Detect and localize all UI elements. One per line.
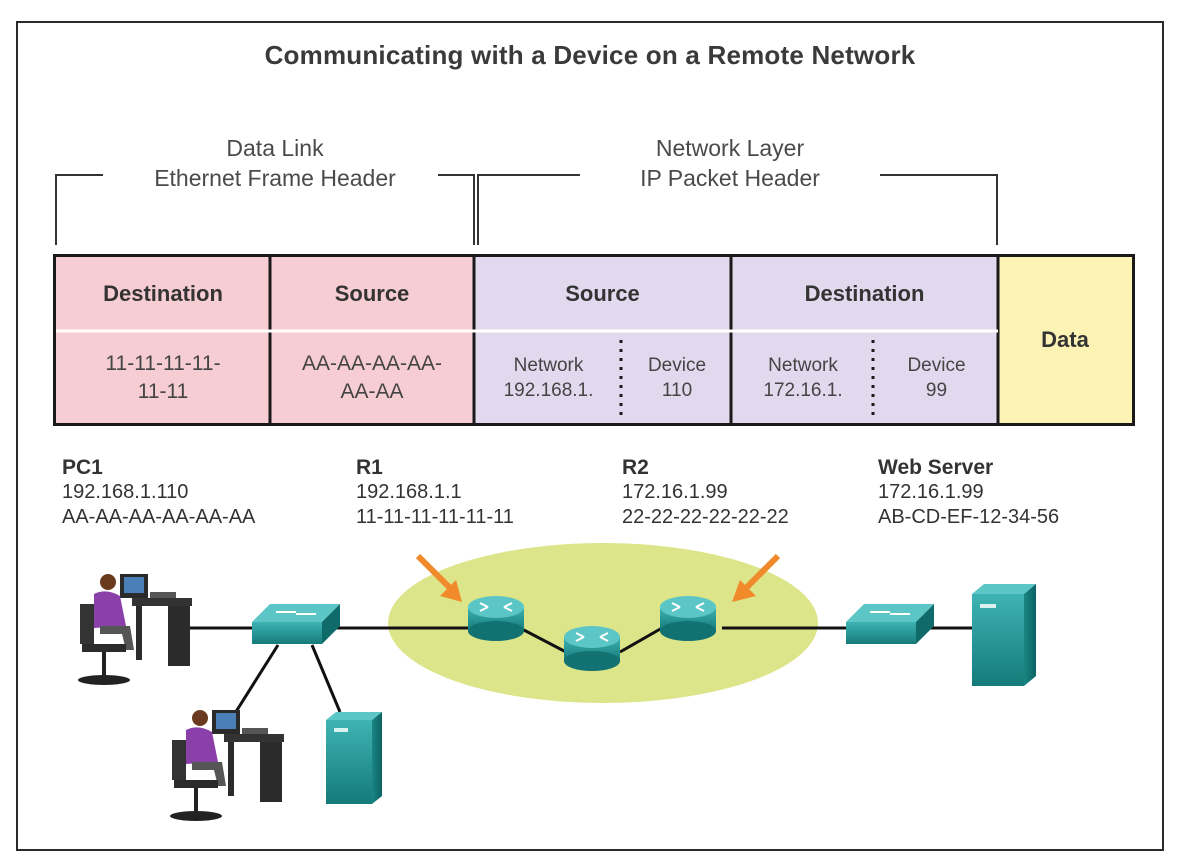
ip-source-network-label: Network xyxy=(513,355,584,376)
ip-source-device: Device 110 xyxy=(623,333,731,423)
server-icon xyxy=(326,712,382,804)
r2-name: R2 xyxy=(622,456,649,479)
ip-destination-network-label: Network xyxy=(768,355,838,376)
pc1-mac: AA-AA-AA-AA-AA-AA xyxy=(62,506,256,528)
diagram-title: Communicating with a Device on a Remote … xyxy=(264,40,916,70)
eth-destination-value-line1: 11-11-11-11- xyxy=(105,352,221,375)
diagram-frame xyxy=(16,21,1164,851)
router-icon xyxy=(660,596,716,641)
network-layer-label: Network Layer IP Packet Header xyxy=(578,133,882,193)
arrow-icon xyxy=(415,553,462,602)
eth-source-value-line1: AA-AA-AA-AA- xyxy=(301,352,443,375)
network-layer-bracket xyxy=(477,174,580,245)
ip-destination-network-value: 172.16.1. xyxy=(763,380,843,401)
r2-ip: 172.16.1.99 xyxy=(622,481,728,503)
switch-icon xyxy=(846,604,934,644)
r1-mac: 11-11-11-11-11-11 xyxy=(356,506,514,528)
workstation-user-icon xyxy=(78,574,192,685)
ip-source-network: Network 192.168.1. xyxy=(476,333,621,423)
arrow-icon xyxy=(732,553,781,602)
r1-name: R1 xyxy=(356,456,383,479)
ip-source-device-label: Device xyxy=(647,355,707,376)
ip-destination-device-label: Device xyxy=(907,355,966,376)
network-layer-line1: Network Layer xyxy=(655,135,805,161)
eth-destination-value: 11-11-11-11- 11-11 xyxy=(56,333,270,423)
switch-icon xyxy=(252,604,340,644)
web-server-mac: AB-CD-EF-12-34-56 xyxy=(878,506,1060,528)
web-server-label: Web Server 172.16.1.99 AB-CD-EF-12-34-56 xyxy=(878,455,1059,530)
link-switch-server xyxy=(310,644,342,713)
ip-header-bg xyxy=(474,257,999,423)
workstation-user-icon xyxy=(170,710,284,821)
r1-label: R1 192.168.1.1 11-11-11-11-11-11 xyxy=(356,455,514,530)
remote-network-cloud xyxy=(388,543,818,703)
data-cell: Data xyxy=(1041,327,1089,352)
eth-source-value-line2: AA-AA xyxy=(340,380,404,403)
r1-ip: 192.168.1.1 xyxy=(356,481,462,503)
pc1-label: PC1 192.168.1.110 AA-AA-AA-AA-AA-AA xyxy=(62,455,255,530)
data-bg xyxy=(999,257,1132,423)
data-link-line1: Data Link xyxy=(226,135,324,161)
web-server-ip: 172.16.1.99 xyxy=(878,481,984,503)
ip-destination-network: Network 172.16.1. xyxy=(733,333,873,423)
router-icon xyxy=(468,596,524,641)
eth-source-header: Source xyxy=(334,281,410,306)
server-icon xyxy=(972,584,1036,686)
ip-destination-device-value: 99 xyxy=(925,380,948,401)
ip-destination-device: Device 99 xyxy=(875,333,998,423)
data-link-line2: Ethernet Frame Header xyxy=(154,165,396,191)
pc1-ip: 192.168.1.110 xyxy=(62,481,189,503)
pc1-name: PC1 xyxy=(62,456,103,479)
data-link-bracket xyxy=(55,174,103,245)
eth-source-value: AA-AA-AA-AA- AA-AA xyxy=(270,333,474,423)
ethernet-header-bg xyxy=(56,257,474,423)
ip-destination-header: Destination xyxy=(804,281,925,306)
r2-mac: 22-22-22-22-22-22 xyxy=(622,506,789,528)
link-r1-r3 xyxy=(519,626,567,654)
network-layer-line2: IP Packet Header xyxy=(640,165,820,191)
data-link-label: Data Link Ethernet Frame Header xyxy=(100,133,450,193)
link-r3-r2 xyxy=(619,626,663,654)
router-icon xyxy=(564,626,620,671)
link-switch-pc2 xyxy=(230,644,280,719)
r2-label: R2 172.16.1.99 22-22-22-22-22-22 xyxy=(622,455,789,530)
ip-source-header: Source xyxy=(565,281,640,306)
eth-destination-value-line2: 11-11 xyxy=(137,380,189,403)
ip-source-device-value: 110 xyxy=(661,380,693,401)
ip-source-network-value: 192.168.1. xyxy=(503,380,594,401)
links xyxy=(190,626,972,719)
web-server-name: Web Server xyxy=(878,456,994,479)
eth-destination-header: Destination xyxy=(103,281,223,306)
